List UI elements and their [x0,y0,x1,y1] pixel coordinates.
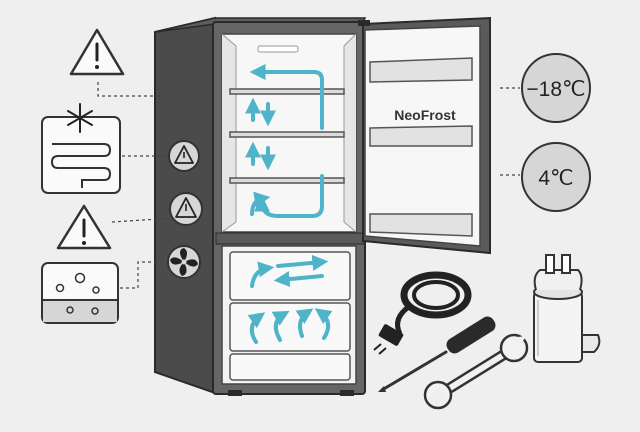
fridge-shelves [229,88,345,184]
fridge-door: NeoFrost [358,16,491,255]
leader-lines [97,82,520,289]
airflow-arrow-curl [247,312,266,344]
airflow-arrow-curl [295,308,314,338]
fridge-warning-badge [169,192,203,226]
interior-light [257,45,299,53]
freezer-compartment [221,245,357,385]
door-bin-2 [369,125,473,147]
fridge-shelf-1 [229,88,345,95]
snowflake-icon [67,103,93,133]
fridge-warning-badge [168,140,200,172]
airflow-arrow-bottom-loop [254,174,324,218]
cabinet-foot [228,390,242,396]
airflow-arrow-top-loop [249,64,324,130]
power-cord-icon [373,271,472,355]
freezer-drawer-1 [229,251,351,301]
fridge-temp-badge: 4℃ [521,142,591,212]
condensation-icon [41,262,119,324]
door-bin-3 [369,213,473,237]
warning-icon [56,204,112,250]
evaporator-coil-icon [41,103,121,194]
wrench-icon [423,333,529,410]
cabinet-foot [340,390,354,396]
freezer-temp-value: −18℃ [526,78,585,101]
airflow-arrows [245,64,333,344]
airflow-arrow-curl [271,310,290,342]
warning-icon [69,28,125,76]
freezer-temp-badge: −18℃ [521,53,591,123]
start-capacitor-icon [533,254,601,363]
airflow-arrow-curl [250,191,271,216]
fridge-cabinet [154,16,367,396]
fridge-shelf-2 [229,131,345,138]
brand-label: NeoFrost [394,107,456,123]
fan-icon [167,245,201,279]
screwdriver-icon [378,316,496,392]
airflow-arrow-left [273,271,324,288]
door-bin-1 [369,57,473,83]
door-bins [369,57,473,237]
airflow-arrow-right [276,254,329,271]
airflow-arrow-curl [250,261,275,288]
compartment-divider [215,232,365,245]
door-hinge [358,20,370,26]
fridge-temp-value: 4℃ [538,167,573,190]
freezer-drawer-2 [229,302,351,352]
fridge-shelf-3 [229,177,345,184]
airflow-arrow-curl [314,308,333,340]
